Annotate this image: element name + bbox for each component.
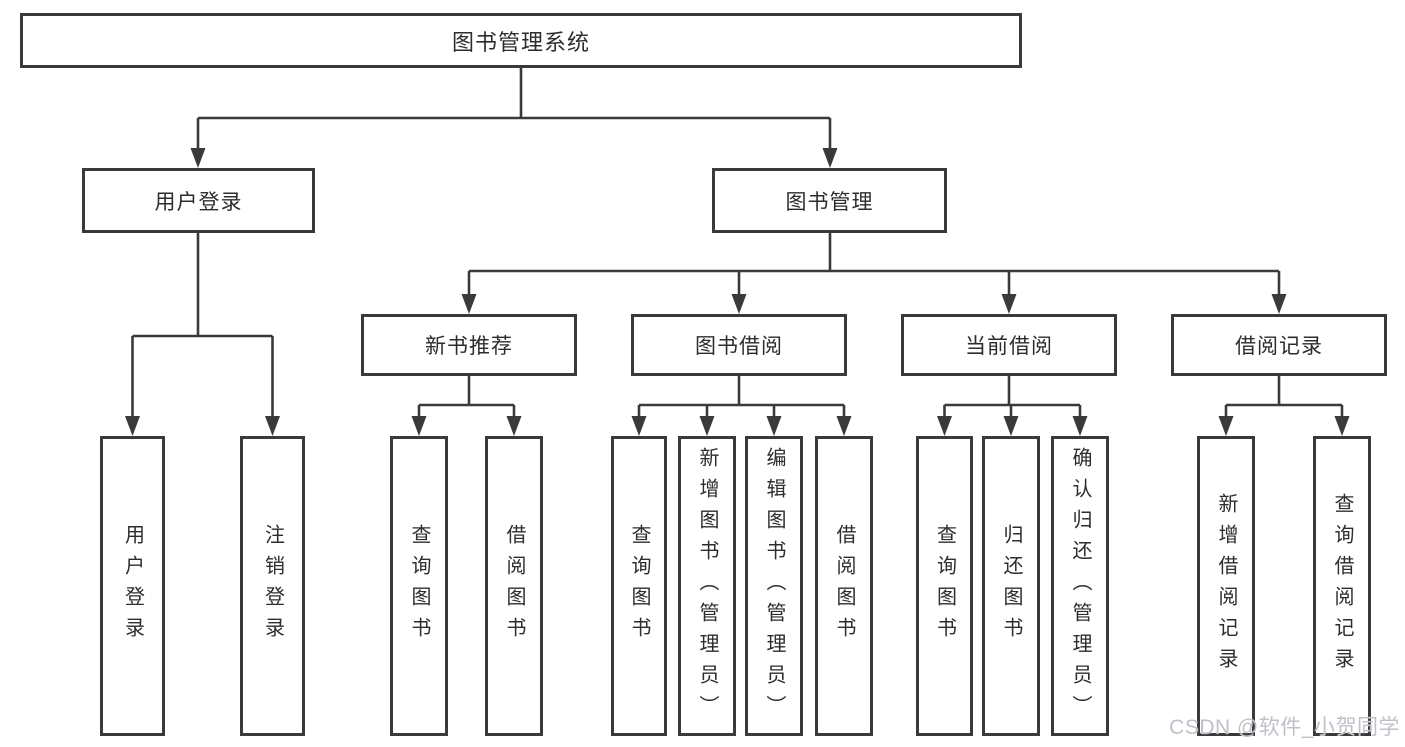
arrowhead bbox=[1001, 294, 1017, 314]
node-system-root: 图书管理系统 bbox=[20, 13, 1022, 68]
node-label: 查询图书 bbox=[408, 524, 430, 648]
connector-bookborrow-to-leaves bbox=[637, 376, 846, 417]
arrowhead bbox=[461, 294, 477, 314]
arrowhead bbox=[699, 416, 715, 436]
arrowhead bbox=[190, 148, 206, 168]
leaf-query-books-recommend: 查询图书 bbox=[390, 436, 448, 736]
leaf-add-borrow-record: 新增借阅记录 bbox=[1197, 436, 1255, 736]
node-label: 注销登录 bbox=[261, 524, 284, 648]
arrowhead bbox=[1003, 416, 1019, 436]
node-borrowing-records: 借阅记录 bbox=[1171, 314, 1387, 376]
arrowhead bbox=[1271, 294, 1287, 314]
arrowhead bbox=[836, 416, 852, 436]
connector-userlogin-to-leaves bbox=[131, 233, 274, 417]
node-label: 归还图书 bbox=[1000, 524, 1022, 648]
leaf-return-books: 归还图书 bbox=[982, 436, 1040, 736]
leaf-confirm-return-admin: 确认归还（管理员） bbox=[1051, 436, 1109, 736]
node-label: 借阅图书 bbox=[503, 524, 525, 648]
arrowhead bbox=[766, 416, 782, 436]
connector-newbook-to-leaves bbox=[417, 376, 516, 417]
node-user-login-branch: 用户登录 bbox=[82, 168, 315, 233]
node-book-borrowing: 图书借阅 bbox=[631, 314, 847, 376]
node-label: 图书借阅 bbox=[695, 335, 783, 358]
connector-records-to-leaves bbox=[1224, 376, 1344, 417]
leaf-borrow-books-recommend: 借阅图书 bbox=[485, 436, 543, 736]
node-label: 当前借阅 bbox=[965, 335, 1053, 358]
node-label: 借阅图书 bbox=[833, 524, 855, 648]
arrowhead bbox=[506, 416, 522, 436]
leaf-borrow-books-borrowing: 借阅图书 bbox=[815, 436, 873, 736]
leaf-user-login: 用户登录 bbox=[100, 436, 165, 736]
leaf-query-borrow-record: 查询借阅记录 bbox=[1313, 436, 1371, 736]
node-label: 借阅记录 bbox=[1235, 335, 1323, 358]
node-label: 用户登录 bbox=[121, 524, 144, 648]
arrowhead bbox=[265, 416, 280, 436]
node-label: 查询借阅记录 bbox=[1331, 493, 1353, 679]
arrowhead bbox=[411, 416, 427, 436]
leaf-query-books-current: 查询图书 bbox=[916, 436, 973, 736]
node-current-borrowing: 当前借阅 bbox=[901, 314, 1117, 376]
leaf-edit-books-admin: 编辑图书（管理员） bbox=[745, 436, 803, 736]
leaf-add-books-admin: 新增图书（管理员） bbox=[678, 436, 736, 736]
arrowhead bbox=[125, 416, 140, 436]
arrowhead bbox=[1072, 416, 1088, 436]
arrowhead bbox=[1334, 416, 1350, 436]
arrowhead bbox=[937, 416, 952, 436]
node-label: 编辑图书（管理员） bbox=[763, 446, 785, 726]
node-label: 图书管理系统 bbox=[451, 29, 590, 55]
leaf-query-books-borrowing: 查询图书 bbox=[611, 436, 667, 736]
arrowhead bbox=[822, 148, 838, 168]
connector-currentborrow-to-leaves bbox=[943, 376, 1082, 417]
arrowhead bbox=[631, 416, 647, 436]
node-new-book-recommend: 新书推荐 bbox=[361, 314, 577, 376]
csdn-watermark: CSDN @软件_小贺同学 bbox=[1169, 716, 1400, 739]
arrowhead bbox=[1218, 416, 1234, 436]
node-label: 新增图书（管理员） bbox=[696, 446, 718, 726]
node-label: 用户登录 bbox=[154, 190, 243, 214]
arrowhead bbox=[731, 294, 747, 314]
node-label: 新书推荐 bbox=[425, 335, 513, 358]
node-label: 图书管理 bbox=[785, 190, 874, 214]
connector-root-to-level2 bbox=[196, 68, 832, 149]
leaf-logout: 注销登录 bbox=[240, 436, 305, 736]
node-label: 查询图书 bbox=[933, 524, 956, 648]
node-book-management-branch: 图书管理 bbox=[712, 168, 947, 233]
node-label: 新增借阅记录 bbox=[1215, 493, 1237, 679]
node-label: 查询图书 bbox=[628, 524, 650, 648]
node-label: 确认归还（管理员） bbox=[1069, 446, 1091, 726]
connector-bookmgmt-to-level3 bbox=[467, 233, 1281, 295]
